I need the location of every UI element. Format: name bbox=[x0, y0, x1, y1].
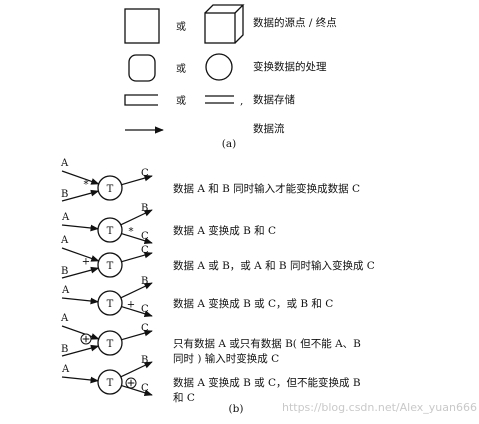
input-label: B bbox=[61, 189, 68, 200]
output-label: B bbox=[141, 203, 148, 214]
input-label: A bbox=[61, 212, 70, 223]
process-circle-icon bbox=[205, 53, 233, 81]
transform-description: 只有数据 A 或只有数据 B( 但不能 A、B bbox=[173, 337, 361, 350]
output-label: C bbox=[141, 304, 149, 315]
transform-row: T A B C + 数据 A 变换成 B 或 C，或 B 和 C bbox=[61, 276, 333, 317]
transform-row: T A B C * 数据 A 和 B 同时输入才能变换成数据 C bbox=[60, 158, 360, 202]
marker-xor-icon bbox=[80, 333, 92, 345]
transform-node bbox=[97, 252, 123, 278]
transform-row: T A B C 只有数据 A 或只有数据 B( 但不能 A、B 同时 ) 输入时变换成 C bbox=[60, 313, 361, 365]
output-flow-c bbox=[121, 174, 153, 186]
marker-or-icon: + bbox=[127, 300, 135, 311]
output-flow-c bbox=[121, 305, 153, 317]
legend-description: 数据存储 bbox=[253, 93, 295, 106]
watermark-text: https://blog.csdn.net/Alex_yuan666 bbox=[282, 401, 477, 414]
data-store-parallel-lines-icon bbox=[205, 95, 234, 104]
transform-description: 数据 A 变换成 B 和 C bbox=[173, 224, 276, 237]
transform-node bbox=[97, 175, 123, 201]
input-label: A bbox=[60, 235, 69, 246]
output-label: B bbox=[141, 276, 148, 287]
source-square-icon bbox=[124, 8, 160, 44]
transform-node-label: T bbox=[107, 378, 114, 389]
transform-description: 和 C bbox=[173, 392, 195, 404]
input-flow-a bbox=[61, 224, 99, 232]
input-flow-a bbox=[61, 297, 99, 305]
output-flow-c bbox=[121, 329, 153, 341]
input-label: A bbox=[60, 158, 69, 169]
input-label: B bbox=[61, 344, 68, 355]
input-flow-b bbox=[61, 344, 100, 357]
input-flow-b bbox=[61, 266, 100, 279]
legend-description: 变换数据的处理 bbox=[253, 60, 327, 73]
input-flow-a bbox=[61, 170, 100, 185]
output-flow-b bbox=[120, 361, 153, 378]
source-cube-icon bbox=[204, 4, 245, 44]
input-label: B bbox=[61, 266, 68, 277]
marker-or-icon: + bbox=[82, 257, 90, 268]
transform-description: 数据 A 和 B 同时输入才能变换成数据 C bbox=[173, 182, 360, 195]
legend-mark: , bbox=[240, 95, 243, 107]
input-flow-a bbox=[61, 325, 100, 340]
legend-row-data-store: 或 , 数据存储 bbox=[124, 93, 295, 107]
marker-and-icon: * bbox=[129, 227, 134, 238]
output-label: B bbox=[141, 355, 148, 366]
output-label: C bbox=[141, 168, 149, 179]
transforms-caption: (b) bbox=[229, 403, 244, 415]
transform-row: T A B C * 数据 A 变换成 B 和 C bbox=[61, 203, 276, 244]
transform-description: 数据 A 变换成 B 或 C，或 B 和 C bbox=[173, 297, 333, 310]
input-flow-a bbox=[61, 376, 99, 384]
input-label: A bbox=[60, 313, 69, 324]
output-label: C bbox=[141, 245, 149, 256]
output-flow-c bbox=[121, 251, 153, 263]
marker-and-icon: * bbox=[84, 180, 89, 191]
marker-xor-icon bbox=[125, 377, 137, 389]
input-label: A bbox=[61, 285, 70, 296]
legend-row-process: 或 变换数据的处理 bbox=[128, 53, 327, 82]
output-flow-c bbox=[121, 384, 153, 396]
legend-description: 数据流 bbox=[253, 122, 285, 135]
output-label: C bbox=[141, 323, 149, 334]
data-store-open-rect-icon bbox=[124, 94, 158, 106]
transform-node-label: T bbox=[107, 299, 114, 310]
transform-description: 同时 ) 输入时变换成 C bbox=[173, 352, 279, 365]
transform-node-label: T bbox=[107, 226, 114, 237]
transform-description: 数据 A 或 B，或 A 和 B 同时输入变换成 C bbox=[173, 259, 375, 272]
legend-row-source-sink: 或 数据的源点 / 终点 bbox=[124, 4, 337, 44]
output-flow-b bbox=[120, 282, 153, 299]
input-flow-b bbox=[61, 189, 100, 202]
legend-connector: 或 bbox=[176, 21, 186, 33]
process-rounded-square-icon bbox=[128, 54, 156, 82]
legend-connector: 或 bbox=[176, 95, 186, 107]
output-flow-b bbox=[120, 209, 153, 226]
transform-description: 数据 A 变换成 B 或 C，但不能变换成 B bbox=[173, 376, 361, 389]
transform-node-label: T bbox=[107, 339, 114, 350]
transform-row: T A B C + 数据 A 或 B，或 A 和 B 同时输入变换成 C bbox=[60, 235, 375, 279]
legend-description: 数据的源点 / 终点 bbox=[253, 16, 337, 29]
transform-row: T A B C 数据 A 变换成 B 或 C，但不能变换成 B 和 C bbox=[61, 355, 361, 404]
legend-row-data-flow: 数据流 bbox=[125, 122, 285, 135]
legend-caption: (a) bbox=[222, 138, 236, 150]
output-label: C bbox=[141, 383, 149, 394]
input-label: A bbox=[61, 364, 70, 375]
transform-node bbox=[97, 330, 123, 356]
output-flow-c bbox=[121, 232, 153, 244]
transform-node-label: T bbox=[107, 184, 114, 195]
legend-connector: 或 bbox=[176, 63, 186, 75]
transform-node-label: T bbox=[107, 261, 114, 272]
legend-section: 或 数据的源点 / 终点 或 变换数据的处理 或 , 数据存储 bbox=[124, 4, 337, 150]
output-label: C bbox=[141, 231, 149, 242]
input-flow-a bbox=[61, 247, 100, 262]
